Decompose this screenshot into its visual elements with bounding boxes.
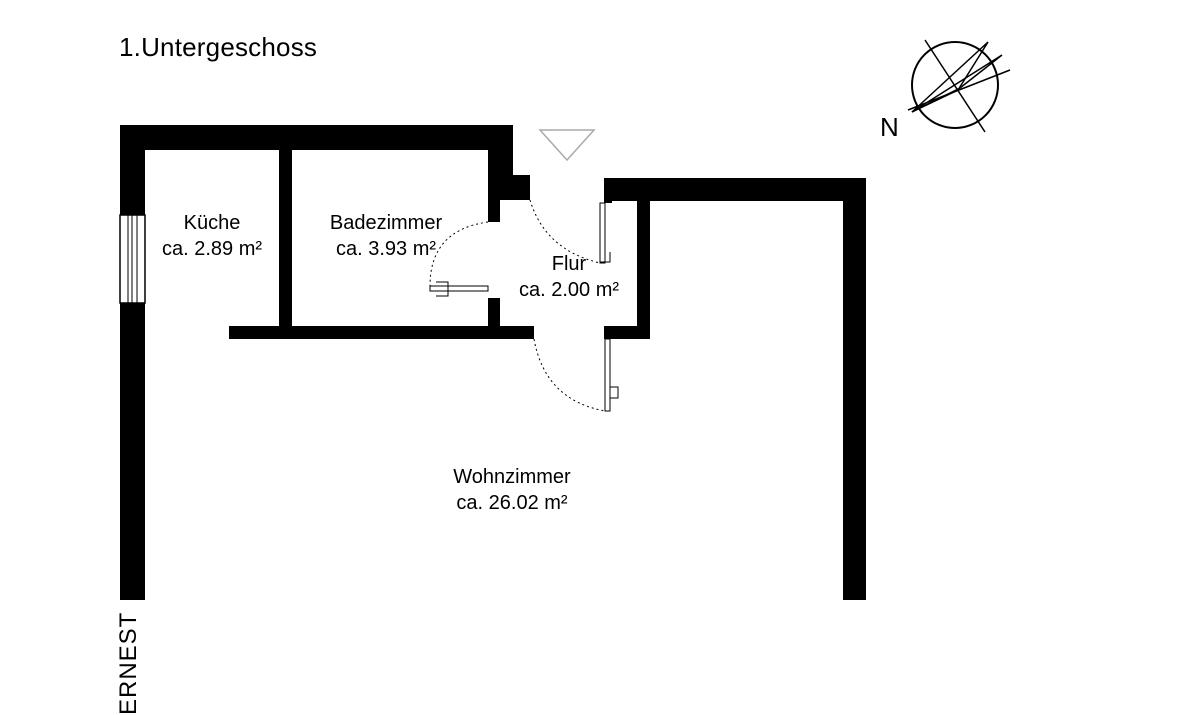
- bathroom-door: [429, 221, 489, 297]
- room-area: ca. 3.93 m²: [335, 238, 437, 260]
- floor-plan: [119, 39, 1011, 600]
- room-name: Badezimmer: [329, 212, 443, 234]
- room-area: ca. 2.89 m²: [161, 238, 263, 260]
- floor-title: 1.Untergeschoss: [119, 32, 318, 62]
- walls: [120, 125, 866, 600]
- wall-top-left: [120, 125, 513, 150]
- wall-flur-stub: [604, 178, 612, 203]
- wall-left-lower: [120, 303, 145, 600]
- wall-flur-bottom: [604, 326, 650, 339]
- window-left: [119, 214, 146, 304]
- north-label: N: [880, 112, 899, 142]
- wall-left-upper: [120, 125, 145, 215]
- entrance-arrow: [538, 129, 596, 162]
- room-name: Küche: [183, 212, 241, 234]
- wall-kueche-bad: [279, 150, 292, 332]
- compass-icon: [907, 39, 1011, 133]
- room-wohnzimmer: Wohnzimmer ca. 26.02 m²: [453, 464, 570, 516]
- room-area: ca. 2.00 m²: [518, 279, 620, 301]
- wall-bad-step: [488, 125, 513, 180]
- watermark-text: ERNEST: [115, 611, 142, 715]
- room-area: ca. 26.02 m²: [456, 492, 568, 514]
- room-name: Flur: [551, 253, 587, 275]
- wall-right: [843, 178, 866, 600]
- room-kueche: Küche ca. 2.89 m²: [162, 210, 262, 262]
- room-badezimmer: Badezimmer ca. 3.93 m²: [330, 210, 442, 262]
- wall-interior-horizontal: [229, 326, 534, 339]
- entrance-door: [529, 199, 611, 264]
- wall-flur-right: [637, 201, 650, 339]
- wall-bad-corner: [488, 175, 530, 200]
- living-room-door: [533, 338, 619, 412]
- room-flur: Flur ca. 2.00 m²: [519, 251, 619, 303]
- wall-top-right: [604, 178, 866, 201]
- wall-bad-right-lower: [488, 298, 500, 328]
- wall-bad-right-upper: [488, 200, 500, 222]
- room-name: Wohnzimmer: [453, 466, 571, 488]
